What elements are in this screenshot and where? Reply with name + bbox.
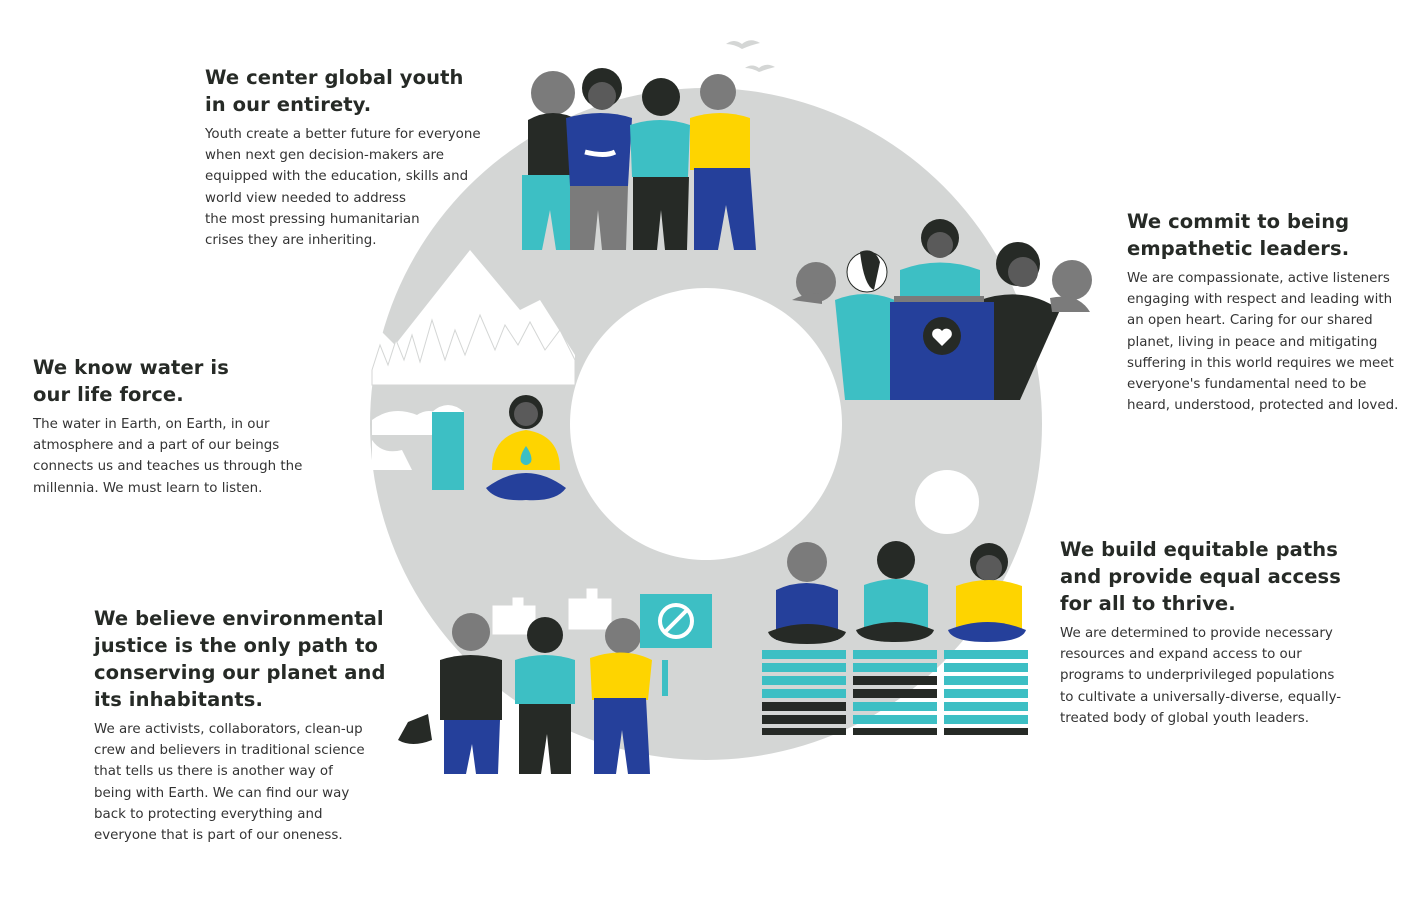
section-empathy-body: We are compassionate, active listeners e… <box>1127 271 1399 414</box>
equity-boxes-illustration <box>762 541 1028 735</box>
group-hug-illustration <box>522 68 756 250</box>
podium-speaker-illustration <box>792 219 1092 400</box>
waterfall <box>432 412 464 490</box>
section-youth: We center global youth in our entirety. … <box>205 64 495 251</box>
box-stack-middle <box>853 650 937 735</box>
section-equity: We build equitable paths and provide equ… <box>1060 536 1390 729</box>
small-white-circle <box>915 470 979 534</box>
section-justice: We believe environmental justice is the … <box>94 605 394 846</box>
megaphone-icon <box>398 714 432 744</box>
water-drop-icon <box>520 446 532 465</box>
section-youth-title: We center global youth in our entirety. <box>205 66 464 116</box>
section-empathy-title: We commit to being empathetic leaders. <box>1127 210 1350 260</box>
section-water-body: The water in Earth, on Earth, in our atm… <box>33 417 303 496</box>
section-water: We know water is our life force. The wat… <box>33 354 333 499</box>
section-youth-body: Youth create a better future for everyon… <box>205 127 481 249</box>
section-equity-body: We are determined to provide necessary r… <box>1060 626 1342 726</box>
section-justice-body: We are activists, collaborators, clean-u… <box>94 722 365 844</box>
section-empathy: We commit to being empathetic leaders. W… <box>1127 208 1407 416</box>
section-water-title: We know water is our life force. <box>33 356 229 406</box>
meditating-person <box>486 395 566 501</box>
section-justice-title: We believe environmental justice is the … <box>94 607 386 711</box>
no-sign-icon <box>658 603 694 639</box>
protest-march-illustration <box>398 587 712 774</box>
box-stack-left <box>762 650 846 735</box>
box-stack-right <box>944 650 1028 735</box>
waterfall-meditation-illustration <box>371 250 576 501</box>
heart-icon <box>932 328 952 346</box>
section-equity-title: We build equitable paths and provide equ… <box>1060 538 1341 615</box>
